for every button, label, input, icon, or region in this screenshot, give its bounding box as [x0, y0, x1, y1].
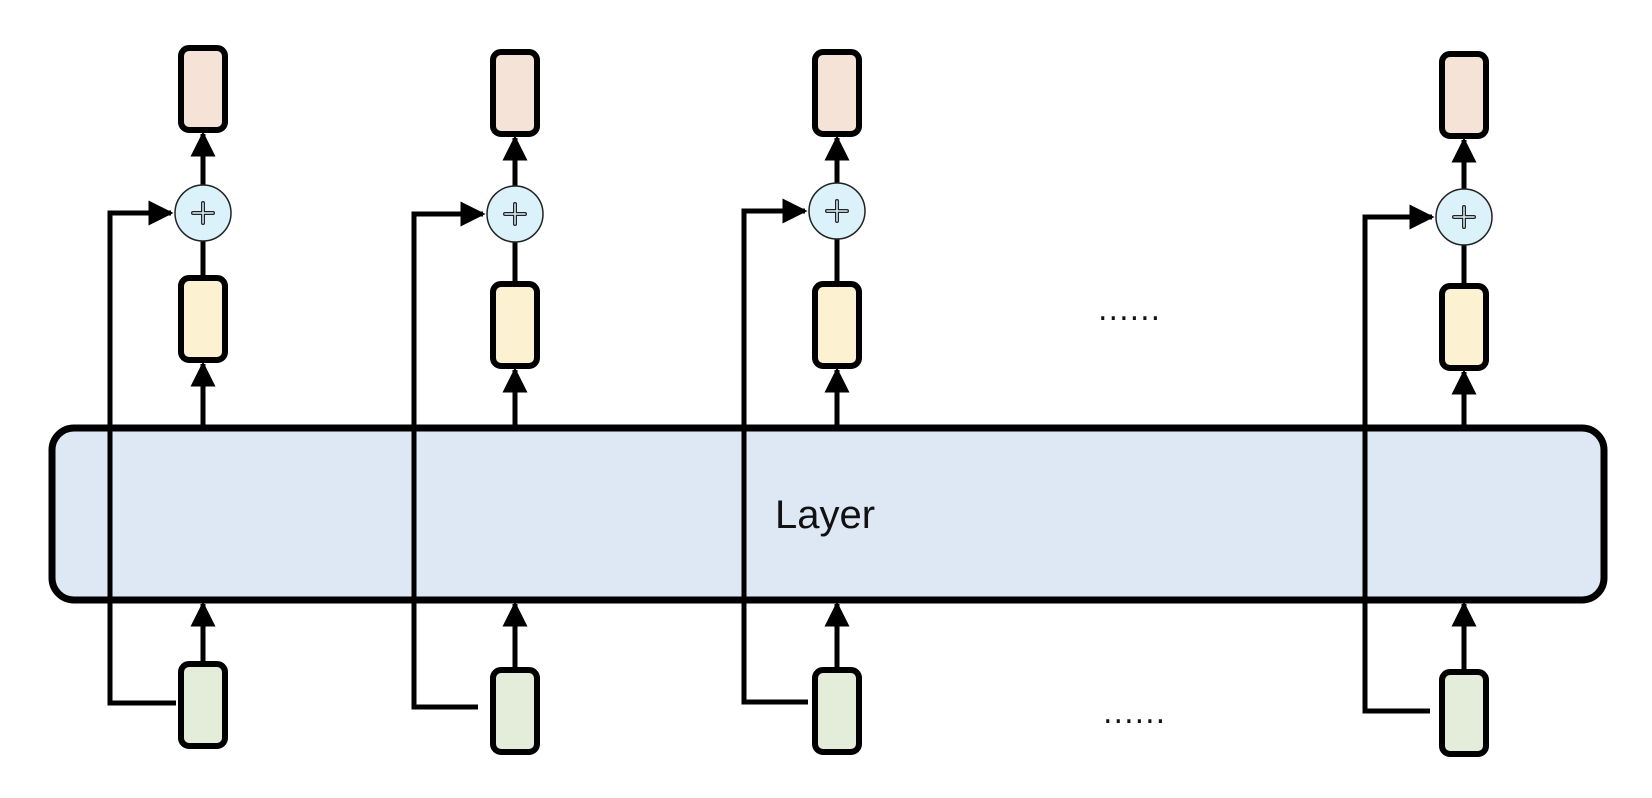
plus-icon-inner	[192, 202, 214, 224]
input-box	[1439, 669, 1489, 757]
ellipsis-bottom: ......	[1103, 696, 1166, 731]
skip-connection-arrow	[107, 200, 176, 706]
column-3	[741, 49, 866, 755]
ellipsis-top: ......	[1098, 293, 1161, 328]
layer-label: Layer	[775, 493, 875, 537]
input-box	[490, 667, 540, 755]
column-4	[1362, 51, 1493, 757]
plus-icon-inner	[826, 200, 848, 222]
plus-icon-inner	[1453, 206, 1475, 228]
output-box	[1439, 51, 1489, 139]
output-box	[490, 49, 540, 137]
output-box	[812, 49, 862, 137]
plus-icon-inner	[504, 203, 526, 225]
input-box	[178, 661, 228, 749]
hidden-box	[1439, 283, 1489, 371]
skip-connection-arrow	[411, 201, 486, 710]
skip-connection-arrow	[741, 198, 808, 705]
hidden-box	[178, 275, 228, 363]
layer-box	[48, 424, 1608, 604]
skip-connection-arrow	[1362, 204, 1435, 714]
hidden-box	[490, 281, 540, 369]
hidden-box	[812, 281, 862, 369]
output-box	[178, 45, 228, 133]
column-2	[411, 49, 544, 755]
column-1	[107, 45, 232, 749]
input-box	[812, 667, 862, 755]
